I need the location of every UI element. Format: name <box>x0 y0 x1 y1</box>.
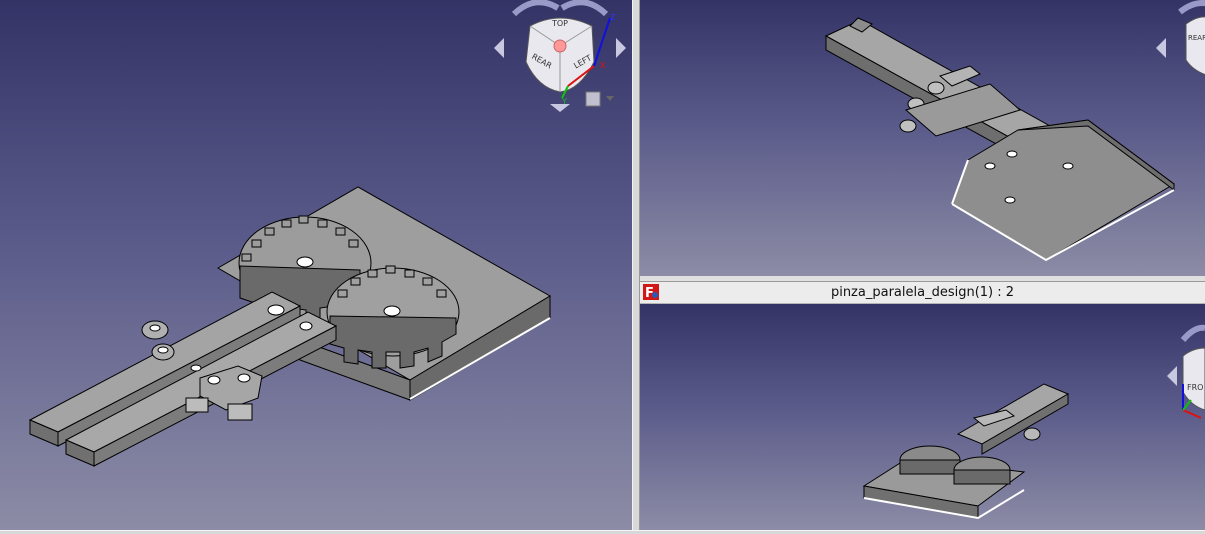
plate-top-right <box>951 119 1175 262</box>
navcube-top-right[interactable]: REAR <box>1150 0 1205 90</box>
chevron-down-icon[interactable] <box>606 96 614 101</box>
arrow-right-icon[interactable] <box>616 38 626 58</box>
subwindow-title: pinza_paralela_design(1) : 2 <box>830 285 1015 300</box>
navcube-face-rear[interactable]: REAR <box>1188 34 1205 42</box>
subwindow-titlebar[interactable]: F pinza_paralela_design(1) : 2 <box>640 282 1205 304</box>
model-render-bottom-right[interactable] <box>640 304 1205 530</box>
navcube-body[interactable] <box>1185 16 1205 76</box>
gripper-bars <box>28 291 338 467</box>
model-render-main[interactable] <box>0 0 632 530</box>
rotate-left-icon[interactable] <box>511 0 560 17</box>
axis-y-label: Y <box>561 97 567 106</box>
arrow-left-icon[interactable] <box>494 38 504 58</box>
navcube-face-top[interactable]: TOP <box>551 19 568 28</box>
axis-x-icon <box>567 65 595 87</box>
model-render-top-right[interactable] <box>640 0 1205 276</box>
navcube-bottom-right[interactable]: FRO <box>1165 314 1205 424</box>
arrow-down-icon[interactable] <box>550 104 570 112</box>
axis-x-icon <box>1182 409 1202 419</box>
axis-y-icon <box>561 85 569 99</box>
horizontal-splitter[interactable] <box>640 276 1205 282</box>
navcube[interactable]: TOP REAR LEFT X Y Z <box>490 0 630 120</box>
rotate-left-icon[interactable] <box>1178 0 1205 15</box>
3d-view-top-right[interactable]: REAR <box>640 0 1205 276</box>
axis-y-icon <box>1182 399 1192 411</box>
link-parts <box>141 320 263 421</box>
axis-z-icon <box>593 17 611 67</box>
rotate-right-icon[interactable] <box>560 0 609 17</box>
rotate-left-icon[interactable] <box>1180 324 1205 342</box>
navcube-face-front[interactable]: FRO <box>1187 383 1203 392</box>
axis-x-label: X <box>600 61 606 70</box>
view-menu-icon[interactable] <box>585 91 601 107</box>
arrow-left-icon[interactable] <box>1167 366 1177 386</box>
svg-text:F: F <box>645 286 654 300</box>
vertical-splitter[interactable] <box>632 0 640 534</box>
axis-z-label: Z <box>610 13 616 22</box>
arrow-left-icon[interactable] <box>1156 38 1166 58</box>
links-top-right <box>899 65 1022 137</box>
navcube-body[interactable] <box>1182 347 1205 411</box>
gear-2 <box>326 265 460 369</box>
freecad-icon[interactable]: F <box>643 284 659 300</box>
bars-bottom-right <box>956 383 1070 455</box>
3d-view-main[interactable]: TOP REAR LEFT X Y Z <box>0 0 632 530</box>
bottom-border <box>0 530 1205 534</box>
3d-view-bottom-right[interactable]: FRO <box>640 304 1205 530</box>
gears-bottom-right <box>899 445 1011 485</box>
